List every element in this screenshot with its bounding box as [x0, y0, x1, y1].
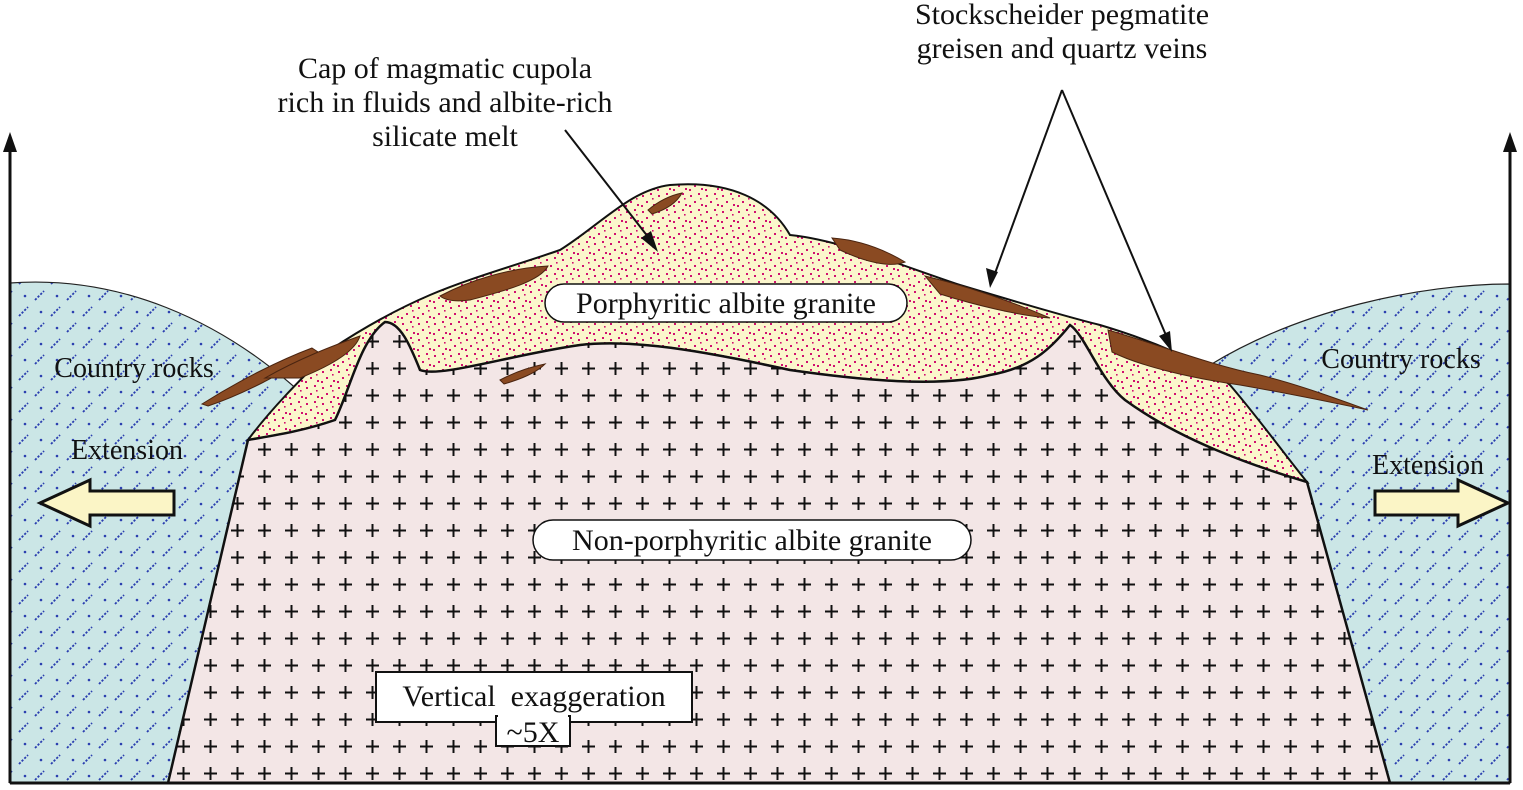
left-arrow-icon	[36, 477, 176, 529]
vein-cap-right	[923, 275, 1051, 319]
exaggeration-box-join	[498, 714, 568, 720]
cap-label-line1: Cap of magmatic cupola	[298, 52, 592, 85]
extension-right-label: Extension	[1372, 450, 1484, 481]
up-arrow-icon	[3, 132, 17, 152]
cap-leader-arrow	[564, 129, 658, 252]
exaggeration-label-line2: ~5X	[507, 716, 560, 749]
stockscheider-leader-arrows	[986, 89, 1172, 352]
country-rocks-right-label: Country rocks	[1321, 344, 1480, 375]
right-arrow-icon	[1373, 477, 1512, 529]
exaggeration-box-bottom	[495, 715, 571, 747]
stockscheider-label-line2: greisen and quartz veins	[917, 32, 1208, 65]
vein-left-upper	[263, 335, 361, 379]
country-rocks-left-label: Country rocks	[54, 353, 213, 384]
extension-left-label: Extension	[71, 435, 183, 466]
cap-label-line3: silicate melt	[372, 120, 518, 153]
non-porphyritic-label-frame	[532, 519, 972, 561]
exaggeration-label-line1: Vertical exaggeration	[402, 680, 665, 713]
porphyritic-label-frame	[544, 283, 908, 323]
vein-right-tail	[1107, 329, 1369, 411]
cap-label-line2: rich in fluids and albite-rich	[278, 86, 613, 119]
exaggeration-box-top	[375, 671, 693, 723]
vein-cap-left	[439, 265, 549, 302]
stockscheider-label-line1: Stockscheider pegmatite	[915, 0, 1209, 31]
up-arrow-icon	[1503, 132, 1517, 152]
vein-cap-top	[647, 192, 683, 215]
vein-center-wisp	[499, 363, 547, 385]
non-porphyritic-label: Non-porphyritic albite granite	[572, 524, 932, 557]
vein-cap-mid	[831, 237, 907, 265]
porphyritic-label: Porphyritic albite granite	[576, 287, 876, 320]
